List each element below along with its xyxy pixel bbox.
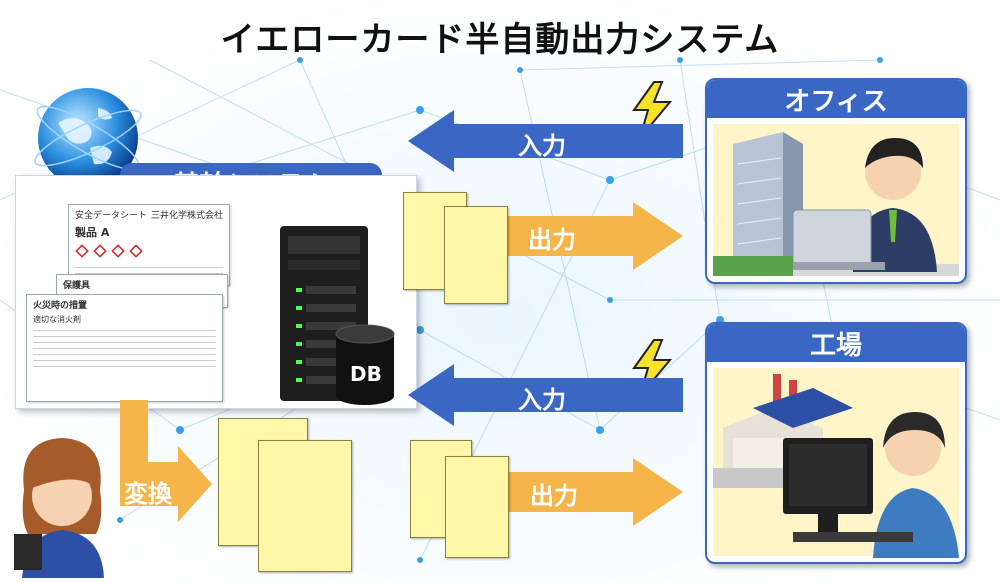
convert-label: 変換 [124,480,172,508]
factory-panel: 工場 [705,322,967,564]
factory-worker-icon [783,412,959,558]
sheet-header: 安全データシート [75,211,148,221]
sheet-product: 製品 A [75,226,110,239]
factory-output-arrow [508,458,683,526]
convert-arrow [120,400,212,522]
sheet-section-2: 火災時の措置 [33,301,88,311]
sheet-company: 三井化学株式会社 [150,211,223,221]
office-input-label: 入力 [518,132,566,160]
hazard-pictograms [69,240,229,262]
hazard-diamond-icon [93,244,107,258]
clerk-illustration-icon [14,438,104,578]
sds-sheet-3: 火災時の措置 適切な消火剤 [26,294,223,402]
hazard-diamond-icon [129,244,143,258]
page-title: イエローカード半自動出力システム [220,20,780,60]
yellow-card [445,456,509,558]
factory-header: 工場 [707,324,965,362]
core-system-panel: 安全データシート 三井化学株式会社 製品 A 保護具 火災時の措置 適切な消火剤 [15,175,417,409]
factory-label: 工場 [809,330,862,361]
office-scene [713,124,959,276]
hazard-diamond-icon [75,244,89,258]
db-label: DB [350,362,382,386]
lightning-icon [632,81,673,139]
yellow-card [444,206,508,304]
sheet-section-3: 適切な消火剤 [33,315,81,324]
factory-scene [713,368,959,558]
office-input-arrow [408,110,683,172]
office-panel: オフィス [705,78,967,284]
office-output-label: 出力 [528,226,576,254]
factory-input-label: 入力 [518,386,566,414]
office-label: オフィス [784,86,888,117]
office-header: オフィス [707,80,965,118]
hazard-diamond-icon [111,244,125,258]
factory-output-label: 出力 [530,482,578,510]
database-icon [335,324,395,405]
yellow-card [258,440,352,572]
office-output-arrow [508,202,683,270]
factory-input-arrow [408,364,683,426]
sheet-section-1: 保護具 [63,281,91,291]
office-worker-icon [793,138,937,272]
